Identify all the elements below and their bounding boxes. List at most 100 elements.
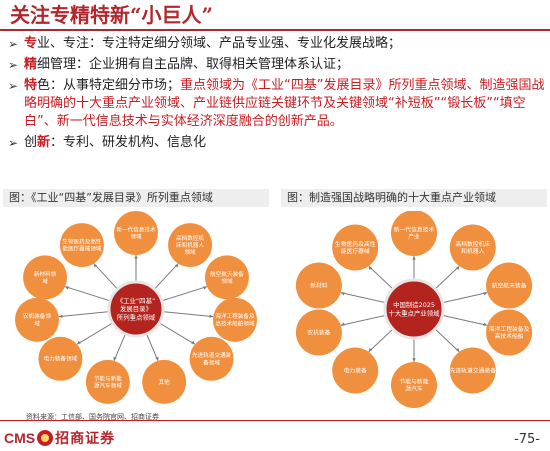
arrow-bullet-icon: ➢ — [8, 79, 19, 93]
field-node — [449, 347, 496, 394]
footer-divider — [0, 420, 550, 421]
field-node — [486, 309, 533, 356]
field-node — [449, 224, 496, 271]
field-node-label: 先进轨道交通装备领域 — [192, 351, 232, 366]
connector-arrowhead — [191, 340, 195, 345]
center-node — [383, 278, 445, 340]
right-radial-diagram: 新一代信息技术产业高档数控机床和机器人航空航天装备海洋工程装备及高技术船舶先进轨… — [295, 211, 533, 408]
field-node-label: 农机装备 — [307, 329, 330, 337]
bullet-highlight-text: 重点领域为《工业“四基”发展目录》所列重点领域、制造强国战略明确的十大重点产业领… — [24, 78, 545, 129]
left-diagram-caption: 图：《工业“四基”发展目录》所列重点领域 — [3, 189, 269, 207]
connector-arrowhead — [455, 266, 460, 271]
bullet-text: 细管理：企业拥有自主品牌、取得相关管理体系认证； — [37, 57, 350, 72]
field-node — [295, 309, 342, 356]
field-node — [23, 255, 68, 300]
field-node — [332, 347, 379, 394]
bullet-item-jing: ➢ 精细管理：企业拥有自主品牌、取得相关管理体系认证； — [8, 56, 546, 74]
field-node-label: 农机装备领域 — [23, 312, 51, 327]
field-node-label: 电力装备 — [344, 367, 367, 375]
field-node — [295, 262, 342, 309]
field-node-label: 新一代信息技术领域 — [116, 225, 156, 240]
field-node — [142, 359, 187, 404]
connector-arrowhead — [58, 314, 63, 318]
left-radial-diagram: 新一代信息技术领域高档数控机床和机器人领域航空航天装备领域海洋工程装备及高技术船… — [15, 211, 257, 404]
logo-emblem-icon — [37, 430, 54, 446]
field-node — [204, 255, 249, 300]
connector-arrowhead — [483, 292, 488, 296]
logo-latin-text: CMS — [4, 430, 36, 446]
field-node-label: 电力装备领域 — [44, 355, 78, 363]
bullet-prefix: 创 — [24, 135, 38, 150]
title-divider — [0, 29, 550, 31]
connector-arrowhead — [412, 358, 416, 362]
field-node-label: 高档数控机床和机器人领域 — [176, 234, 204, 256]
center-node — [107, 280, 165, 338]
right-diagram-panel: 图：制造强国战略明确的十大重点产业领域 新一代信息技术产业高档数控机床和机器人航… — [281, 189, 547, 411]
field-node — [59, 223, 104, 268]
bullet-text: 业、专注：专注特定细分领域、产品专业强、专业化发展战略； — [37, 36, 402, 51]
right-diagram-caption: 图：制造强国战略明确的十大重点产业领域 — [281, 189, 547, 207]
connector-arrowhead — [340, 322, 345, 326]
arrow-bullet-icon: ➢ — [8, 37, 19, 51]
page-title: 关注专精特新“小巨人” — [10, 3, 214, 27]
arrow-bullet-icon: ➢ — [8, 58, 19, 72]
bullet-text: 色：从事特定细分市场； — [37, 78, 181, 93]
field-node-label: 生物医药及高性能医疗器械 — [335, 240, 376, 255]
field-node — [15, 297, 60, 342]
bullet-list: ➢ 专业、专注：专注特定细分领域、产品专业强、专业化发展战略； ➢ 精细管理：企… — [8, 35, 546, 155]
field-node-label: 先进轨道交通装备 — [450, 367, 497, 375]
page-number: -75- — [514, 432, 540, 447]
connector-arrowhead — [340, 292, 345, 296]
field-node-label: 生物医药及高性能医疗器械领域 — [62, 237, 102, 252]
field-node-label: 新材料 — [310, 282, 328, 290]
bullet-item-te: ➢ 特色：从事特定细分市场；重点领域为《工业“四基”发展目录》所列重点领域、制造… — [8, 77, 546, 131]
bullet-keyword: 新 — [37, 135, 51, 150]
field-node-label: 新一代信息技术产业 — [394, 225, 435, 240]
connector-arrowhead — [455, 347, 460, 352]
field-node — [391, 211, 437, 256]
field-node-label: 其他 — [159, 378, 171, 386]
connector-arrowhead — [77, 340, 81, 345]
field-node — [85, 359, 130, 404]
field-node-label: 航空航天装备领域 — [210, 270, 244, 285]
field-node — [189, 336, 234, 381]
field-node-label: 节能与新能源汽车 — [400, 377, 429, 392]
bullet-keyword: 特 — [24, 78, 38, 93]
company-logo: CMS 招商证券 — [4, 428, 115, 448]
field-node-label: 新材料领域 — [34, 270, 57, 285]
field-node-label: 海洋工程装备及高技术船舶 — [489, 325, 530, 340]
connector-arrowhead — [113, 356, 117, 361]
source-note: 资料来源：工信部、国务院官网、招商证券 — [26, 413, 159, 421]
field-node — [212, 297, 257, 342]
connector-arrowhead — [483, 322, 488, 326]
bullet-text: ：专利、研发机构、信息化 — [50, 135, 207, 150]
bullet-item-zhuan: ➢ 专业、专注：专注特定细分领域、产品专业强、专业化发展战略； — [8, 35, 546, 53]
logo-chinese-text: 招商证券 — [55, 431, 116, 447]
center-node-label: 《工业“四基”发展目录》所列重点领域 — [117, 296, 156, 322]
bullet-keyword: 专 — [24, 36, 38, 51]
connector-arrowhead — [368, 347, 373, 352]
connector-arrowhead — [155, 356, 159, 361]
connector-arrowhead — [93, 263, 98, 268]
field-node-label: 节能与新能源汽车领域 — [94, 374, 122, 389]
connector-arrowhead — [65, 286, 70, 290]
connector-arrowhead — [412, 256, 416, 260]
field-node — [38, 336, 83, 381]
field-node — [114, 211, 158, 255]
field-node — [486, 262, 533, 309]
field-node — [168, 223, 213, 268]
connector-arrowhead — [209, 314, 214, 318]
field-node — [391, 362, 437, 408]
left-diagram-panel: 图：《工业“四基”发展目录》所列重点领域 新一代信息技术领域高档数控机床和机器人… — [3, 189, 269, 411]
connector-arrowhead — [202, 286, 207, 290]
bullet-item-xin: ➢ 创新：专利、研发机构、信息化 — [8, 134, 546, 152]
field-node-label: 海洋工程装备及高技术船舶领域 — [215, 312, 255, 327]
field-node-label: 高档数控机床和机器人 — [455, 240, 490, 255]
field-node-label: 航空航天装备 — [492, 282, 527, 290]
field-node — [332, 224, 379, 271]
connector-arrowhead — [174, 263, 179, 268]
connector-arrowhead — [134, 255, 138, 259]
arrow-bullet-icon: ➢ — [8, 136, 19, 150]
connector-arrowhead — [368, 266, 373, 271]
